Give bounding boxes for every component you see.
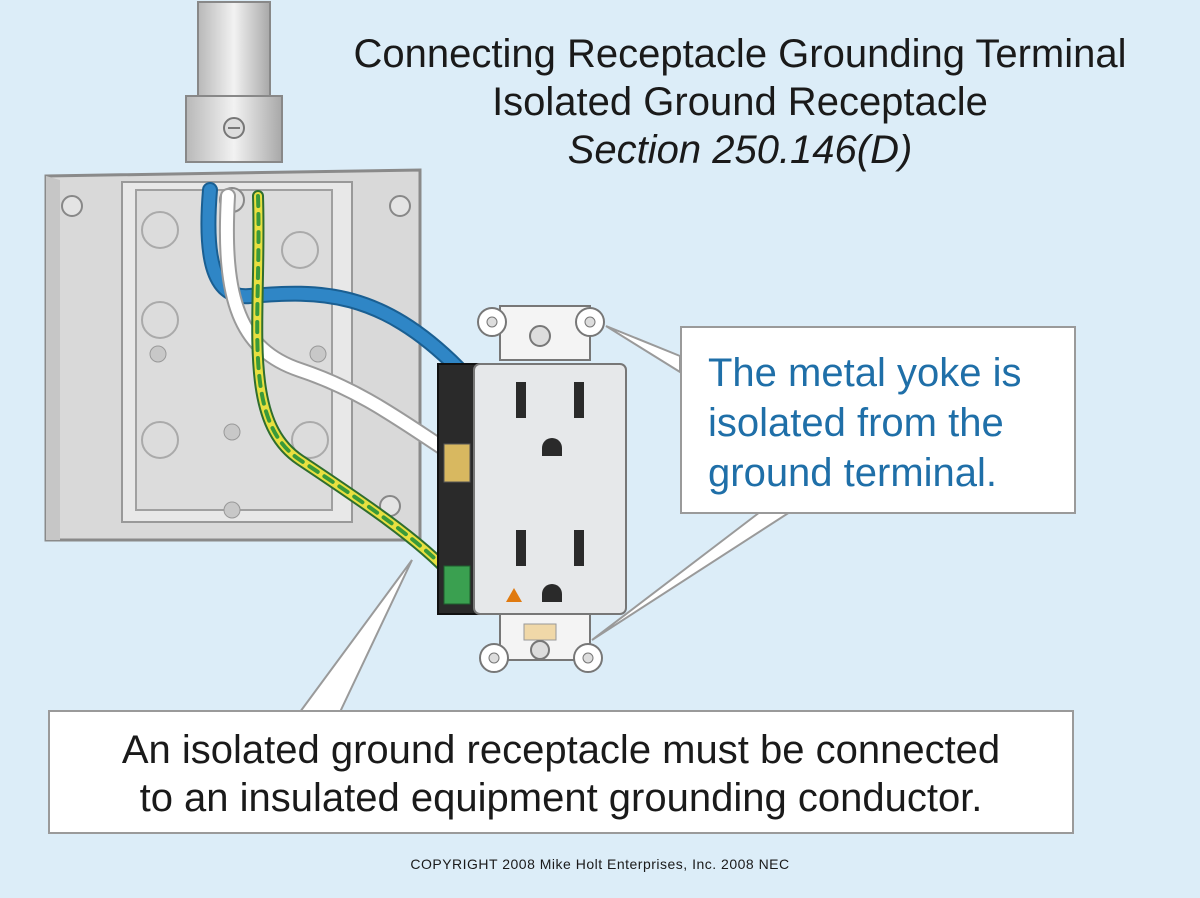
callout-isolated-ground: An isolated ground receptacle must be co… [48, 710, 1074, 834]
callout-ground-line-2: to an insulated equipment grounding cond… [139, 776, 983, 820]
orange-triangle-icon [506, 588, 522, 602]
conduit-fitting [185, 1, 283, 163]
callout-yoke-line-3: ground terminal. [708, 451, 998, 495]
title-line-3: Section 250.146(D) [567, 128, 913, 172]
copyright-notice: COPYRIGHT 2008 Mike Holt Enterprises, In… [410, 856, 790, 872]
diagram-title: Connecting Receptacle Grounding Terminal… [290, 30, 1190, 174]
callout-metal-yoke: The metal yoke is isolated from the grou… [680, 326, 1076, 514]
callout-yoke-line-2: isolated from the [708, 401, 1004, 445]
callout-yoke-line-1: The metal yoke is [708, 351, 1022, 395]
wires [200, 182, 466, 582]
title-line-1: Connecting Receptacle Grounding Terminal [353, 32, 1127, 76]
callout-ground-line-1: An isolated ground receptacle must be co… [121, 728, 1001, 772]
title-line-2: Isolated Ground Receptacle [492, 80, 988, 124]
callout-leaders [298, 325, 794, 713]
isolated-ground-receptacle [437, 305, 627, 673]
